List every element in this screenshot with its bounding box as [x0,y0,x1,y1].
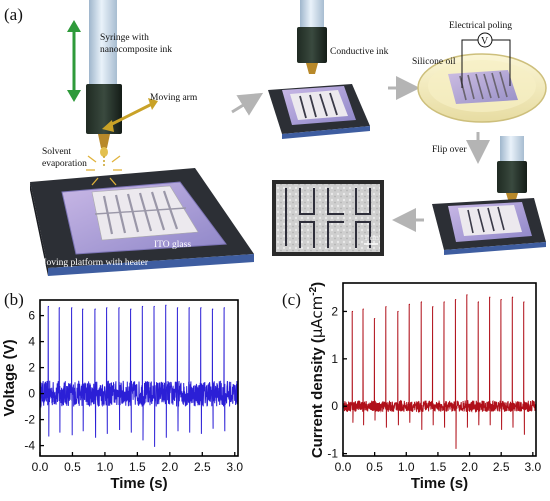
y-axis-label: Voltage (V) [1,339,18,416]
x-tick-label: 1.5 [430,460,447,474]
poling-circuit [461,32,511,88]
y-axis-label: Current density (μAcm-2) [308,282,326,458]
x-tick-label: 1.0 [398,460,415,474]
peak-point [511,296,514,298]
evaporation-icon [86,155,122,186]
x-tick-label: 2.0 [461,460,478,474]
step2-printer [268,0,370,139]
peak-point [165,304,167,306]
flow-arrow-1 [231,92,264,116]
peak-point [523,301,525,303]
device-photo [272,180,384,256]
ito-glass-label: ITO glass [154,240,191,250]
y-tick-label: 2 [331,304,338,318]
peak-point [432,306,434,308]
syringe [86,0,122,166]
y-tick-label: -4 [24,439,35,453]
x-axis-label: Time (s) [110,475,167,492]
series-trace-current [342,294,537,449]
peak-point [477,301,480,303]
x-tick-label: 2.5 [194,460,211,474]
peak-point [466,294,468,296]
peak-point [141,305,144,308]
solvent-label-line2: evaporation [42,159,87,169]
solvent-label-line1: Solvent [42,147,71,157]
moving-arm-label: Moving arm [150,93,198,103]
x-tick-label: 2.5 [493,460,510,474]
series-trace-voltage [39,305,239,447]
x-tick-label: 0.5 [366,460,383,474]
y-tick-label: 6 [28,309,35,323]
electrical-poling-label: Electrical poling [449,21,512,31]
flip-over-label: Flip over [432,145,467,155]
vertical-motion-arrow-icon [67,20,81,102]
step4-printer [432,136,546,255]
peak-point [489,296,491,298]
peak-point [130,308,132,310]
peak-point [47,305,50,308]
y-tick-label: 0 [331,399,338,413]
y-tick-label: 0 [28,387,35,401]
panel-label-c: (c) [282,290,301,309]
scale-bar-label: 1 cm [364,233,379,242]
syringe-label-line2: nanocomposite ink [100,45,172,55]
peak-point [408,303,411,305]
plot-frame [342,282,537,457]
x-tick-label: 1.5 [129,460,146,474]
printed-pattern [91,185,199,241]
peak-point [200,307,202,309]
x-tick-label: 0.5 [64,460,81,474]
peak-point [351,310,354,313]
peak-point [420,301,423,303]
conductive-ink-label: Conductive ink [330,47,389,57]
peak-point [153,305,155,308]
peak-point [374,317,376,320]
peak-point [118,307,120,309]
arm-motion-arrow-icon [102,98,158,132]
x-tick-label: 0.0 [335,460,352,474]
peak-point [212,308,214,310]
peak-point [58,307,61,309]
panel-label-a: (a) [4,5,23,24]
peak-point [71,307,73,309]
y-tick-label: -1 [327,447,338,461]
x-tick-label: 0.0 [32,460,49,474]
peak-point [188,307,190,309]
panel-label-b: (b) [4,290,24,309]
x-tick-label: 3.0 [226,460,243,474]
peak-point [106,307,108,309]
peak-point [385,306,387,308]
plot-frame [39,299,239,457]
peak-point [177,307,179,309]
y-tick-label: 1 [331,352,338,366]
peak-point [397,310,399,313]
peak-point [223,307,225,309]
y-tick-label: 2 [28,361,35,375]
y-tick-label: -2 [24,413,35,427]
y-tick-label: 4 [28,335,35,349]
peak-point [362,308,364,310]
peak-point [455,298,457,301]
syringe-label-line1: Syringe with [100,33,149,43]
platform-label: Moving platform with heater [38,257,149,268]
silicone-oil-label: Silicone oil [412,57,456,67]
peak-point [94,308,96,310]
peak-point [500,298,502,301]
x-tick-label: 2.0 [161,460,178,474]
x-tick-label: 3.0 [524,460,541,474]
voltage-symbol: V [481,36,489,47]
x-axis-label: Time (s) [411,475,468,492]
silicone-oil-dish [417,53,547,123]
x-tick-label: 1.0 [97,460,114,474]
peak-point [82,308,84,310]
peak-point [443,301,445,303]
